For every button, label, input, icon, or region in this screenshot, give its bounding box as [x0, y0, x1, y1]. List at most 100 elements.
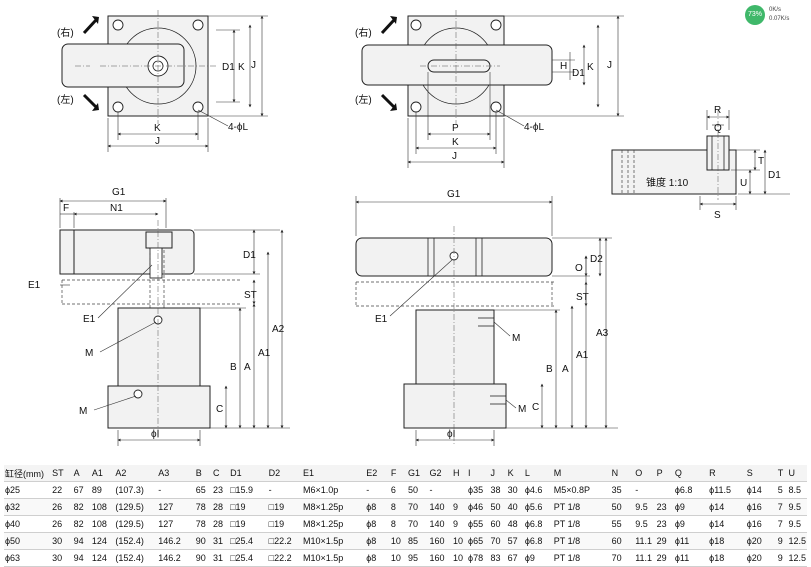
- column-header: I: [467, 465, 490, 482]
- label-b-2: B: [546, 364, 553, 375]
- table-cell: 23: [655, 498, 674, 516]
- table-cell: 82: [72, 498, 91, 516]
- column-header: M: [552, 465, 611, 482]
- label-holes: 4-ϕL: [228, 122, 248, 133]
- label-k-horz-2: K: [452, 137, 459, 148]
- table-cell: 12.5: [787, 549, 807, 567]
- table-cell: 94: [72, 532, 91, 550]
- table-cell: ϕ8: [365, 498, 390, 516]
- table-cell: □15.9: [229, 481, 268, 499]
- column-header: H: [452, 465, 468, 482]
- label-p: P: [452, 123, 459, 134]
- label-d1-4: D1: [243, 250, 256, 261]
- label-a3: A3: [596, 328, 609, 339]
- table-cell: 9: [452, 498, 468, 516]
- table-cell: 9.5: [787, 515, 807, 533]
- table-cell: 9.5: [787, 498, 807, 516]
- table-cell: (129.5): [114, 515, 158, 533]
- label-taper: 锥度 1:10: [646, 176, 689, 189]
- table-cell: -: [634, 481, 656, 499]
- table-cell: 95: [407, 549, 429, 567]
- table-cell: 38: [489, 481, 507, 499]
- table-cell: 67: [72, 481, 91, 499]
- table-cell: ϕ20: [745, 549, 777, 567]
- table-cell: 23: [211, 481, 230, 499]
- table-cell: 70: [407, 498, 429, 516]
- table-cell: ϕ8: [365, 515, 390, 533]
- front-view-left: G1 F N1 D1 ST B A A1 A2 C ϕI E1 E1 M M: [28, 187, 290, 446]
- label-g1-2: G1: [447, 189, 461, 200]
- top-view-left: (右) (左) D1 K J K J 4-ϕL: [57, 10, 268, 152]
- column-header: B: [194, 465, 212, 482]
- label-d2: D2: [590, 254, 603, 265]
- table-cell: ϕ6.8: [673, 481, 709, 499]
- table-cell: 57: [506, 532, 524, 550]
- label-m-d: M: [518, 404, 526, 415]
- table-cell: 60: [489, 515, 507, 533]
- label-t: T: [758, 156, 764, 167]
- table-cell: 78: [194, 498, 212, 516]
- table-cell: 108: [90, 515, 115, 533]
- network-speed-widget: 73% 0K/s 0.07K/s: [745, 5, 805, 27]
- label-d1: D1: [222, 62, 235, 73]
- label-a2: A2: [272, 324, 285, 335]
- table-cell: 28: [211, 498, 230, 516]
- table-cell: ϕ63: [4, 549, 52, 567]
- table-cell: ϕ35: [467, 481, 490, 499]
- table-cell: 40: [506, 498, 524, 516]
- column-header: C: [211, 465, 230, 482]
- table-cell: 124: [90, 549, 115, 567]
- label-j-horz-2: J: [452, 151, 457, 162]
- front-view-right: G1 O D2 ST B A A1 A3 C ϕI E1 M M: [355, 189, 618, 446]
- table-cell: 31: [211, 549, 230, 567]
- table-cell: 35: [610, 481, 635, 499]
- table-cell: 78: [194, 515, 212, 533]
- table-cell: 94: [72, 549, 91, 567]
- table-cell: □19: [267, 498, 302, 516]
- table-cell: ϕ9: [673, 498, 709, 516]
- table-cell: -: [267, 481, 302, 499]
- table-cell: M5×0.8P: [552, 481, 611, 499]
- column-header: T: [776, 465, 788, 482]
- table-cell: ϕ25: [4, 481, 52, 499]
- column-header: U: [787, 465, 807, 482]
- table-cell: 9.5: [634, 498, 656, 516]
- table-cell: M10×1.5p: [301, 532, 366, 550]
- table-cell: 10: [452, 532, 468, 550]
- table-cell: 90: [194, 549, 212, 567]
- table-cell: 30: [51, 532, 73, 550]
- column-header: E2: [365, 465, 390, 482]
- label-d1-2: D1: [572, 68, 585, 79]
- column-header: D2: [267, 465, 302, 482]
- table-cell: -: [428, 481, 453, 499]
- table-cell: ϕ14: [745, 481, 777, 499]
- table-cell: ϕ78: [467, 549, 490, 567]
- table-cell: 160: [428, 532, 453, 550]
- table-cell: 10: [452, 549, 468, 567]
- column-header: A3: [157, 465, 195, 482]
- table-cell: ϕ11: [673, 549, 709, 567]
- table-cell: (152.4): [114, 532, 158, 550]
- label-k-horz: K: [154, 123, 161, 134]
- table-cell: 7: [776, 515, 788, 533]
- table-cell: 5: [776, 481, 788, 499]
- column-header: S: [745, 465, 777, 482]
- widget-percent: 73%: [745, 5, 765, 25]
- table-cell: PT 1/8: [552, 498, 611, 516]
- table-cell: 108: [90, 498, 115, 516]
- table-cell: M10×1.5p: [301, 549, 366, 567]
- table-cell: 30: [506, 481, 524, 499]
- table-cell: □22.2: [267, 532, 302, 550]
- table-cell: 50: [407, 481, 429, 499]
- column-header: A: [72, 465, 91, 482]
- table-cell: 26: [51, 515, 73, 533]
- table-cell: -: [157, 481, 195, 499]
- label-k-vert-2: K: [587, 62, 594, 73]
- table-cell: ϕ50: [4, 532, 52, 550]
- column-header: 缸径(mm): [4, 465, 52, 482]
- table-cell: 127: [157, 498, 195, 516]
- table-cell: ϕ14: [708, 515, 746, 533]
